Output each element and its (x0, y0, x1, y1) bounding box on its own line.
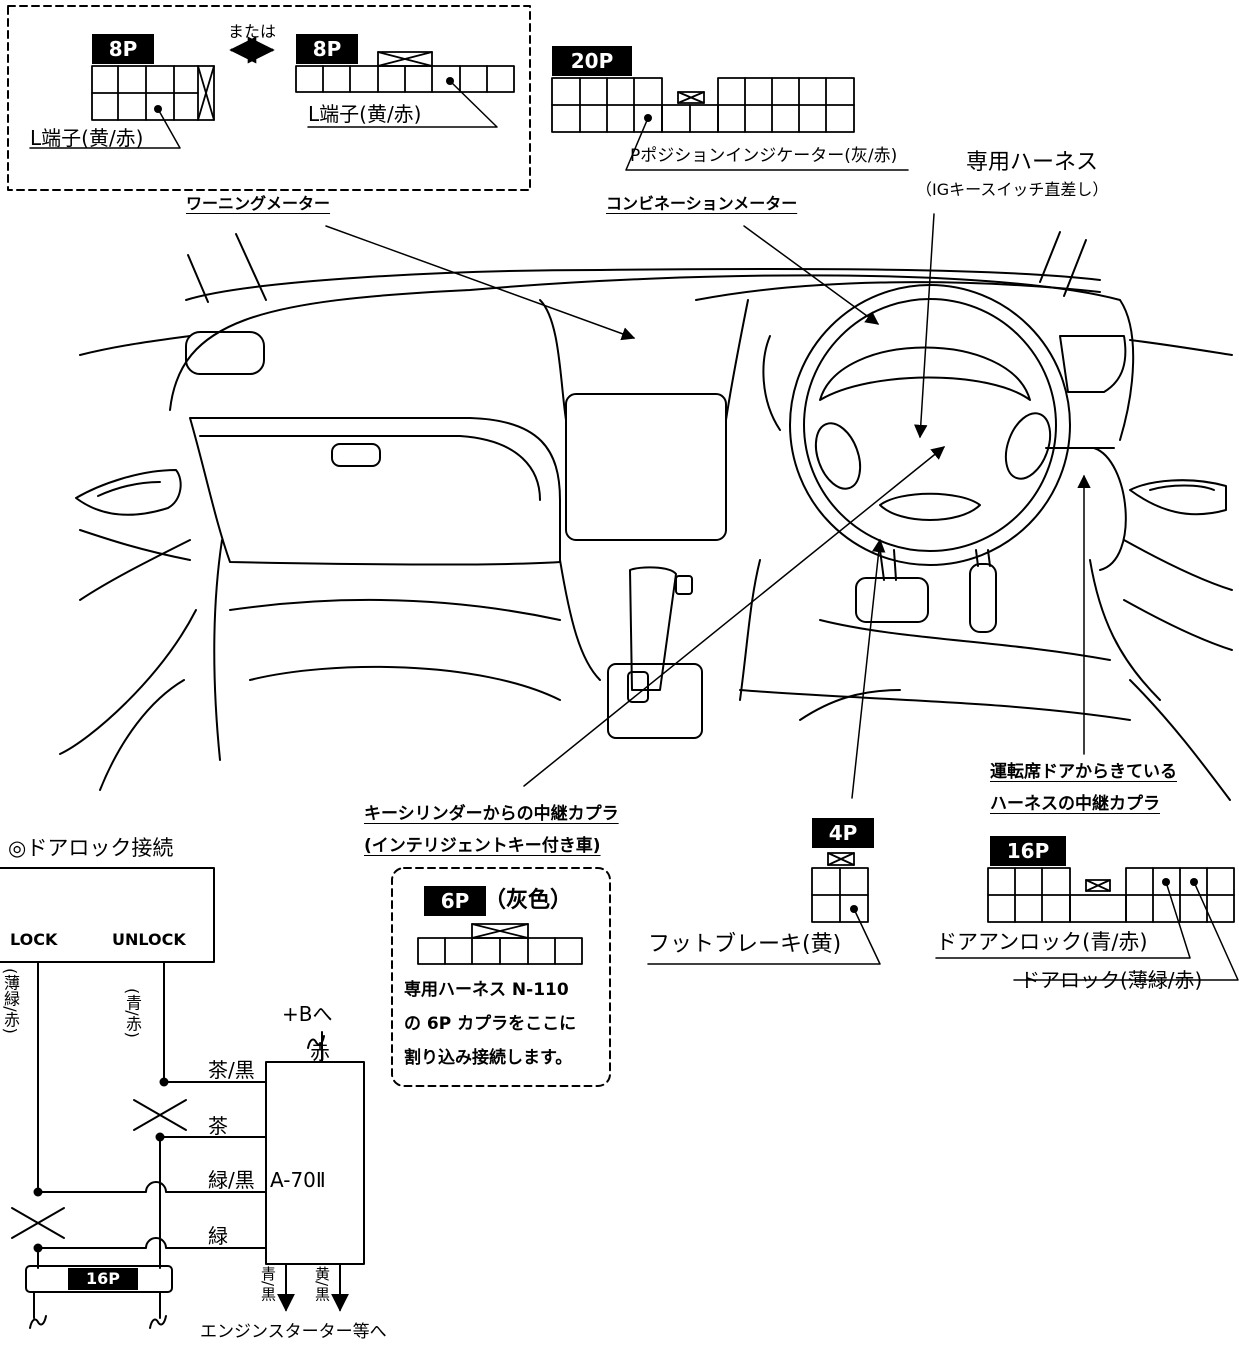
connector-6p (417, 923, 583, 965)
terminal-b-label: L端子(黄/赤) (308, 102, 422, 126)
output-yellow-black-label: 黄/黒 (313, 1266, 331, 1302)
door-lock-section-title: ◎ドアロック接続 (8, 836, 174, 860)
ig-harness-subtitle: （IGキースイッチ直差し） (916, 180, 1109, 199)
connector-8p-a-badge: 8P (92, 34, 154, 64)
wire-brown-label: 茶 (208, 1114, 228, 1138)
door-lock-wiring (0, 867, 365, 1329)
terminal-a-label: L端子(黄/赤) (30, 126, 144, 150)
connector-20p (551, 77, 855, 133)
lock-terminal-label: LOCK (10, 930, 58, 949)
module-label: A-70Ⅱ (270, 1168, 326, 1192)
unlock-wire-label: (青/赤) (123, 988, 142, 1038)
door-lock-label: ドアロック(薄緑/赤) (1020, 968, 1203, 992)
dashboard (59, 231, 1233, 801)
p-position-label: Pポジションインジケーター(灰/赤) (630, 146, 898, 166)
ig-harness-title: 専用ハーネス (966, 150, 1099, 175)
power-label: +Bへ (282, 1002, 333, 1026)
connector-4p-badge: 4P (812, 818, 874, 848)
key-cylinder-title: キーシリンダーからの中継カプラ (364, 804, 619, 824)
gray-color-label: （灰色） (484, 888, 573, 913)
door-unlock-label: ドアアンロック(青/赤) (936, 930, 1148, 954)
power-wire-label: 赤 (310, 1040, 330, 1064)
key-cylinder-frame (391, 867, 611, 1087)
wire-brown-black-label: 茶/黒 (208, 1058, 255, 1082)
driver-door-title: 運転席ドアからきている (990, 762, 1177, 782)
connector-8p-a (91, 65, 215, 121)
warning-meter-label: ワーニングメーター (186, 194, 331, 213)
warning-meter-frame (7, 5, 531, 191)
connector-8p-b (295, 51, 515, 93)
connector-16p-lock-badge: 16P (68, 1268, 138, 1290)
or-label: または (228, 22, 277, 41)
note-line-2: の 6P カプラをここに (404, 1014, 577, 1034)
connector-20p-badge: 20P (552, 46, 632, 76)
connector-8p-b-badge: 8P (296, 34, 358, 64)
key-cylinder-subtitle: (インテリジェントキー付き車) (364, 836, 601, 856)
note-line-3: 割り込み接続します。 (404, 1048, 573, 1068)
unlock-terminal-label: UNLOCK (112, 930, 186, 949)
connector-6p-badge: 6P (424, 886, 486, 916)
engine-starter-label: エンジンスターター等へ (200, 1322, 387, 1342)
connector-16p-door (987, 867, 1235, 923)
note-line-1: 専用ハーネス N-110 (404, 980, 569, 1000)
output-blue-black-label: 青/黒 (259, 1266, 277, 1302)
wire-green-label: 緑 (208, 1224, 228, 1248)
lock-wire-label: (薄緑/赤) (1, 968, 20, 1034)
combination-meter-label: コンビネーションメーター (606, 194, 798, 213)
connector-16p-door-badge: 16P (990, 836, 1066, 866)
driver-door-subtitle: ハーネスの中継カプラ (990, 794, 1160, 814)
foot-brake-label: フットブレーキ(黄) (648, 932, 842, 957)
wire-green-black-label: 緑/黒 (208, 1168, 255, 1192)
connector-4p (811, 852, 869, 923)
